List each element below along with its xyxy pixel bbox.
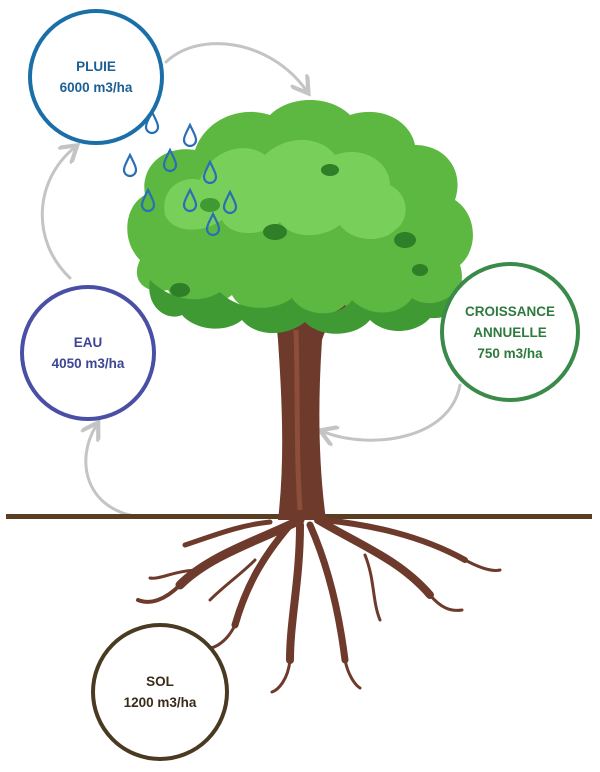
raindrop-icon <box>162 147 178 173</box>
croissance-node: CROISSANCE ANNUELLE 750 m3/ha <box>440 262 580 402</box>
eau-node: EAU 4050 m3/ha <box>20 285 156 421</box>
eau-label: EAU <box>73 335 103 350</box>
raindrop-icon <box>182 187 198 213</box>
raindrop-icon <box>140 187 156 213</box>
trunk-highlight <box>293 329 303 511</box>
raindrop-icon <box>144 109 160 135</box>
croissance-value: 750 m3/ha <box>477 345 543 361</box>
sol-value: 1200 m3/ha <box>123 695 197 710</box>
raindrop-icon <box>182 122 198 148</box>
raindrop-icon <box>202 159 218 185</box>
arrow-ground-to-eau <box>86 426 142 519</box>
arrow-croissance-to-trunk <box>324 383 462 440</box>
pluie-node: PLUIE 6000 m3/ha <box>28 9 164 145</box>
raindrops <box>122 109 238 237</box>
croissance-label-line1: CROISSANCE <box>464 303 555 319</box>
sol-label: SOL <box>146 674 174 689</box>
sol-node: SOL 1200 m3/ha <box>91 623 229 761</box>
arrow-pluie-to-tree <box>164 42 306 90</box>
raindrop-icon <box>205 211 221 237</box>
tree-roots <box>136 515 502 694</box>
raindrop-icon <box>222 189 238 215</box>
tree-foliage <box>127 100 473 334</box>
croissance-label-line2: ANNUELLE <box>473 324 547 340</box>
flow-arrows <box>40 42 462 519</box>
eau-value: 4050 m3/ha <box>51 356 125 371</box>
arrow-eau-to-pluie <box>40 148 74 280</box>
raindrop-icon <box>122 152 138 178</box>
pluie-value: 6000 m3/ha <box>59 80 133 95</box>
pluie-label: PLUIE <box>76 59 116 74</box>
